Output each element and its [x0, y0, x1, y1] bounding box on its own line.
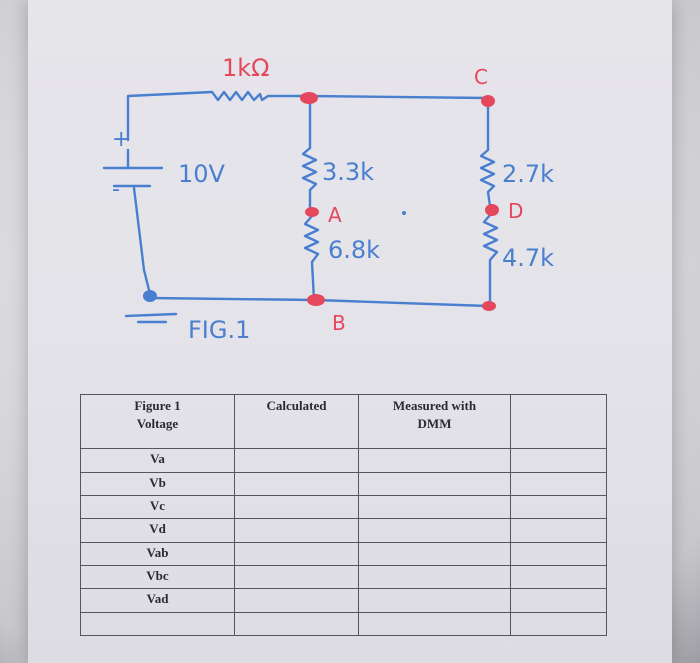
header-figure-voltage: Figure 1 Voltage — [80, 393, 235, 450]
row-label: Vb — [80, 471, 235, 497]
table-row: Vd — [80, 518, 607, 543]
extra-cell — [510, 495, 607, 520]
calculated-cell — [234, 495, 359, 520]
resistor-4k7 — [482, 212, 499, 308]
header-measured: Measured with DMM — [358, 393, 511, 450]
calculated-cell — [234, 541, 359, 566]
resistor-1k — [210, 90, 306, 102]
wire-top-left — [126, 90, 214, 142]
label-6k8: 6.8k — [328, 236, 380, 264]
measured-cell — [358, 541, 511, 566]
header-calculated: Calculated — [234, 393, 359, 450]
row-label: Vbc — [80, 564, 235, 590]
label-3k3: 3.3k — [322, 158, 374, 186]
measured-cell — [358, 564, 511, 590]
calculated-cell — [234, 518, 359, 543]
measured-cell — [358, 588, 511, 613]
table-row: Vb — [80, 471, 607, 497]
table-row: Vad — [80, 588, 607, 613]
calculated-cell — [234, 611, 359, 637]
table-row: Vbc — [80, 564, 607, 590]
row-label — [80, 611, 235, 637]
table-row: Va — [80, 448, 607, 473]
node-bottom-right — [482, 301, 496, 311]
extra-cell — [510, 518, 607, 543]
row-label: Vc — [80, 495, 235, 520]
wire-left-lower — [132, 186, 152, 296]
table-row: Vab — [80, 541, 607, 566]
label-node-c: C — [474, 65, 488, 89]
voltage-table: Figure 1 Voltage Calculated Measured wit… — [80, 393, 607, 637]
label-2k7: 2.7k — [502, 160, 554, 188]
node-ground — [143, 290, 157, 302]
calculated-cell — [234, 564, 359, 590]
circuit-diagram: 1kΩ + - 10V 3.3k 6.8k 2.7k 4.7k A B C D … — [102, 54, 554, 344]
label-node-a: A — [328, 203, 342, 227]
node-top-middle — [300, 92, 318, 104]
wire-top-right — [306, 94, 490, 100]
node-b — [307, 294, 325, 306]
resistor-6k8 — [303, 214, 320, 302]
node-c — [481, 95, 495, 107]
resistor-3k3 — [301, 146, 318, 212]
extra-cell — [510, 611, 607, 637]
table-row: Vc — [80, 495, 607, 520]
resistor-2k7 — [479, 148, 496, 208]
label-minus: - — [112, 177, 120, 202]
extra-cell — [510, 471, 607, 497]
extra-cell — [510, 564, 607, 590]
label-plus: + — [112, 127, 130, 152]
extra-cell — [510, 541, 607, 566]
row-label: Vd — [80, 518, 235, 543]
calculated-cell — [234, 471, 359, 497]
calculated-cell — [234, 448, 359, 473]
measured-cell — [358, 518, 511, 543]
row-label: Vad — [80, 588, 235, 613]
label-4k7: 4.7k — [502, 244, 554, 272]
label-10v: 10V — [178, 160, 226, 188]
table-row — [80, 611, 607, 637]
header-empty — [510, 393, 607, 450]
label-node-d: D — [508, 199, 523, 223]
node-a — [305, 207, 319, 217]
table-header-row: Figure 1 Voltage Calculated Measured wit… — [80, 393, 607, 450]
measured-cell — [358, 471, 511, 497]
row-label: Vab — [80, 541, 235, 566]
row-label: Va — [80, 448, 235, 473]
label-1k: 1kΩ — [222, 54, 270, 82]
figure-caption: FIG.1 — [188, 316, 250, 344]
measured-cell — [358, 495, 511, 520]
ground-symbol — [124, 312, 178, 324]
label-node-b: B — [332, 311, 346, 335]
measured-cell — [358, 611, 511, 637]
stray-dot — [402, 211, 406, 215]
extra-cell — [510, 448, 607, 473]
measured-cell — [358, 448, 511, 473]
calculated-cell — [234, 588, 359, 613]
node-d — [485, 204, 499, 216]
extra-cell — [510, 588, 607, 613]
